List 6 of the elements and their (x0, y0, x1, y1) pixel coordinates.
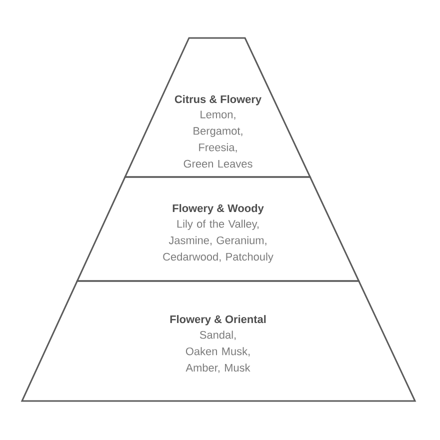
notes-text: Lily of the Valley, Jasmine, Geranium, Cedarwood, Patchouly (163, 220, 274, 263)
notes-text: Sandal, Oaken Musk, Amber, Musk (186, 330, 250, 373)
heading: Citrus & Flowery (174, 95, 262, 106)
heading: Flowery & Woody (172, 204, 264, 214)
heading: Flowery & Oriental (170, 315, 266, 326)
notes-text: Lemon, Bergamot, Freesia, Green Leaves (184, 110, 252, 168)
